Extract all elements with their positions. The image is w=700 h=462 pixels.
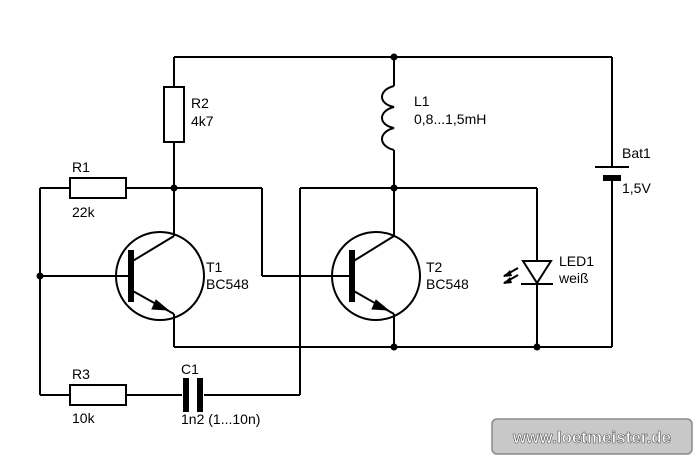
inductor-l1: L1 0,8...1,5mH [381,85,486,151]
c1-value-label: 1n2 (1...10n) [181,411,260,427]
l1-name-label: L1 [414,93,430,109]
junction-dot [533,343,541,351]
transistor-t1: T1 BC548 [115,231,249,321]
resistor-r1: R1 22k [69,159,127,220]
r2-name-label: R2 [191,95,209,111]
junction-dot [390,184,398,192]
c1-name-label: C1 [181,361,199,377]
r3-name-label: R3 [72,366,90,382]
transistor-t2: T2 BC548 [331,231,469,321]
t1-name-label: T1 [206,259,223,275]
l1-value-label: 0,8...1,5mH [414,111,486,127]
resistor-r3: R3 10k [69,366,127,426]
resistor-r2: R2 4k7 [163,86,214,143]
led1-name-label: LED1 [559,253,594,269]
r1-value-label: 22k [72,204,96,220]
t2-name-label: T2 [426,259,443,275]
junction-dot [390,53,398,61]
bat1-value-label: 1,5V [622,180,651,196]
junction-dot [390,343,398,351]
junction-dot [170,184,178,192]
bat1-name-label: Bat1 [622,145,651,161]
junctions [36,53,541,351]
led1-value-label: weiß [558,270,589,286]
t2-value-label: BC548 [426,276,469,292]
battery-bat1: Bat1 1,5V [595,145,651,196]
capacitor-c1: C1 1n2 (1...10n) [181,361,260,427]
led-led1: LED1 weiß [503,253,594,286]
r1-name-label: R1 [72,159,90,175]
r3-value-label: 10k [72,410,96,426]
watermark-text: www.loetmeister.de [512,428,671,447]
watermark: www.loetmeister.de [491,418,693,455]
wires [39,56,613,396]
t1-value-label: BC548 [206,276,249,292]
junction-dot [36,272,44,280]
r2-value-label: 4k7 [191,113,214,129]
